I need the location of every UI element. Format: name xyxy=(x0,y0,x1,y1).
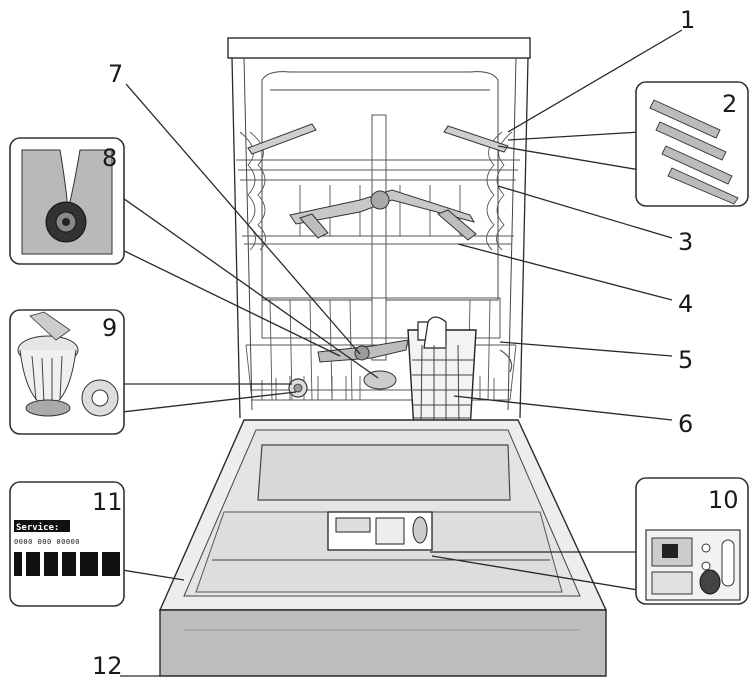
callout-labels: 1 2 3 4 5 6 7 8 9 10 11 12 xyxy=(92,6,739,679)
detergent-dispenser xyxy=(327,511,433,551)
leader-lines xyxy=(109,29,683,677)
cutlery-basket xyxy=(407,316,477,431)
callout-10: 10 xyxy=(708,486,739,514)
callout-11: 11 xyxy=(92,488,123,516)
upper-spray-arm xyxy=(289,189,477,241)
service-number: 0000 000 00000 xyxy=(14,538,80,546)
dishwasher-tub xyxy=(227,37,531,419)
callout-5: 5 xyxy=(678,346,693,374)
callout-12: 12 xyxy=(92,652,123,679)
callout-3: 3 xyxy=(678,228,693,256)
callout-4: 4 xyxy=(678,290,693,318)
inset-cup-shelves xyxy=(635,81,749,207)
lower-spray-arm xyxy=(317,339,409,363)
callout-1: 1 xyxy=(680,6,695,34)
inset-dispenser xyxy=(635,477,749,605)
callout-8: 8 xyxy=(102,144,117,172)
sump-area xyxy=(288,370,397,398)
callout-2: 2 xyxy=(722,90,737,118)
callout-9: 9 xyxy=(102,314,117,342)
inset-rating-plate: Service: 0000 000 00000 xyxy=(9,481,125,607)
inset-filter xyxy=(9,309,125,435)
inset-salt-container xyxy=(9,137,125,265)
service-label: Service: xyxy=(16,522,59,533)
cup-shelves xyxy=(247,123,509,155)
callout-6: 6 xyxy=(678,410,693,438)
callout-7: 7 xyxy=(108,60,123,88)
